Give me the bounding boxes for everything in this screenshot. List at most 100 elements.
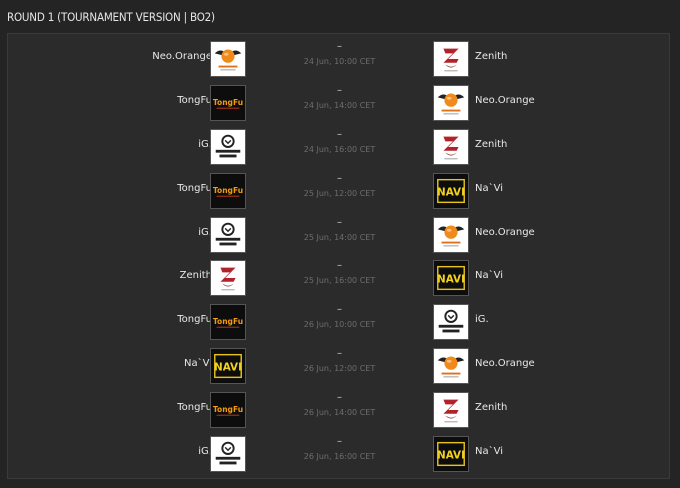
away-team-name[interactable]: Neo.Orange	[475, 358, 535, 369]
zenith-logo-art	[434, 393, 468, 427]
navi-logo-art: NAVI	[434, 437, 468, 471]
away-team-logo[interactable]	[433, 129, 469, 165]
match-date: 26 Jun, 12:00 CET	[303, 364, 376, 373]
home-team-logo[interactable]: NAVI	[210, 348, 246, 384]
home-team-logo[interactable]: TongFu	[210, 173, 246, 209]
home-team-name[interactable]: TongFu	[177, 314, 212, 325]
home-team-name[interactable]: Neo.Orange	[152, 51, 212, 62]
match-score: –	[337, 85, 342, 96]
navi-logo-art: NAVI	[434, 174, 468, 208]
away-team-logo[interactable]	[433, 85, 469, 121]
away-team-logo[interactable]	[433, 41, 469, 77]
match-date: 24 Jun, 14:00 CET	[303, 101, 376, 110]
match-date: 26 Jun, 16:00 CET	[303, 452, 376, 461]
home-team-logo[interactable]	[210, 260, 246, 296]
match-score: –	[337, 217, 342, 228]
home-team-logo[interactable]	[210, 129, 246, 165]
away-team-logo[interactable]	[433, 348, 469, 384]
away-team-name[interactable]: Zenith	[475, 402, 508, 413]
match-score: –	[337, 304, 342, 315]
away-team-logo[interactable]: NAVI	[433, 260, 469, 296]
match-date: 25 Jun, 14:00 CET	[303, 233, 376, 242]
away-team-name[interactable]: Neo.Orange	[475, 95, 535, 106]
home-team-logo[interactable]	[210, 436, 246, 472]
home-team-name[interactable]: iG.	[198, 227, 212, 238]
ig-logo-art	[211, 218, 245, 252]
match-date: 24 Jun, 16:00 CET	[303, 145, 376, 154]
home-team-logo[interactable]: TongFu	[210, 85, 246, 121]
home-team-logo[interactable]: TongFu	[210, 392, 246, 428]
match-row[interactable]: iG. – 25 Jun, 14:00 CET Neo.Orange	[8, 213, 671, 257]
home-team-logo[interactable]	[210, 41, 246, 77]
match-date: 26 Jun, 14:00 CET	[303, 408, 376, 417]
navi-logo-art: NAVI	[211, 349, 245, 383]
match-score: –	[337, 436, 342, 447]
away-team-logo[interactable]	[433, 392, 469, 428]
zenith-logo-art	[434, 130, 468, 164]
home-team-logo[interactable]	[210, 217, 246, 253]
match-score: –	[337, 348, 342, 359]
svg-text:NAVI: NAVI	[437, 274, 465, 286]
navi-logo-art: NAVI	[434, 261, 468, 295]
match-score: –	[337, 41, 342, 52]
away-team-logo[interactable]	[433, 304, 469, 340]
match-date: 24 Jun, 10:00 CET	[303, 57, 376, 66]
svg-text:TongFu: TongFu	[213, 405, 243, 414]
home-team-name[interactable]: TongFu	[177, 402, 212, 413]
ig-logo-art	[211, 437, 245, 471]
neo-orange-logo-art	[211, 42, 245, 76]
away-team-name[interactable]: Na`Vi	[475, 270, 504, 281]
match-date: 25 Jun, 12:00 CET	[303, 189, 376, 198]
away-team-name[interactable]: Zenith	[475, 139, 508, 150]
away-team-name[interactable]: Neo.Orange	[475, 227, 535, 238]
tongfu-logo-art: TongFu	[211, 174, 245, 208]
svg-text:NAVI: NAVI	[437, 450, 465, 462]
tongfu-logo-art: TongFu	[211, 393, 245, 427]
away-team-name[interactable]: Zenith	[475, 51, 508, 62]
match-row[interactable]: iG. – 26 Jun, 16:00 CET NAVI Na`Vi	[8, 432, 671, 476]
svg-text:NAVI: NAVI	[214, 362, 242, 374]
neo-orange-logo-art	[434, 86, 468, 120]
home-team-name[interactable]: TongFu	[177, 95, 212, 106]
tongfu-logo-art: TongFu	[211, 86, 245, 120]
svg-text:TongFu: TongFu	[213, 317, 243, 326]
svg-text:TongFu: TongFu	[213, 98, 243, 107]
home-team-name[interactable]: TongFu	[177, 183, 212, 194]
away-team-name[interactable]: iG.	[475, 314, 489, 325]
home-team-logo[interactable]: TongFu	[210, 304, 246, 340]
match-score: –	[337, 129, 342, 140]
ig-logo-art	[434, 305, 468, 339]
zenith-logo-art	[434, 42, 468, 76]
tongfu-logo-art: TongFu	[211, 305, 245, 339]
home-team-name[interactable]: Na`Vi	[183, 358, 212, 369]
home-team-name[interactable]: Zenith	[179, 270, 212, 281]
away-team-name[interactable]: Na`Vi	[475, 183, 504, 194]
match-score: –	[337, 392, 342, 403]
match-row[interactable]: Zenith – 25 Jun, 16:00 CET NAVI Na`Vi	[8, 256, 671, 300]
svg-text:TongFu: TongFu	[213, 186, 243, 195]
away-team-logo[interactable]	[433, 217, 469, 253]
zenith-logo-art	[211, 261, 245, 295]
neo-orange-logo-art	[434, 349, 468, 383]
away-team-logo[interactable]: NAVI	[433, 173, 469, 209]
away-team-name[interactable]: Na`Vi	[475, 446, 504, 457]
home-team-name[interactable]: iG.	[198, 446, 212, 457]
match-date: 25 Jun, 16:00 CET	[303, 276, 376, 285]
match-score: –	[337, 260, 342, 271]
section-title: ROUND 1 (TOURNAMENT VERSION | BO2)	[7, 10, 215, 24]
match-row[interactable]: iG. – 24 Jun, 16:00 CET Zenith	[8, 125, 671, 169]
match-date: 26 Jun, 10:00 CET	[303, 320, 376, 329]
away-team-logo[interactable]: NAVI	[433, 436, 469, 472]
ig-logo-art	[211, 130, 245, 164]
home-team-name[interactable]: iG.	[198, 139, 212, 150]
neo-orange-logo-art	[434, 218, 468, 252]
svg-text:NAVI: NAVI	[437, 187, 465, 199]
match-row[interactable]: Neo.Orange – 24 Jun, 10:00 CET Zenith	[8, 37, 671, 81]
